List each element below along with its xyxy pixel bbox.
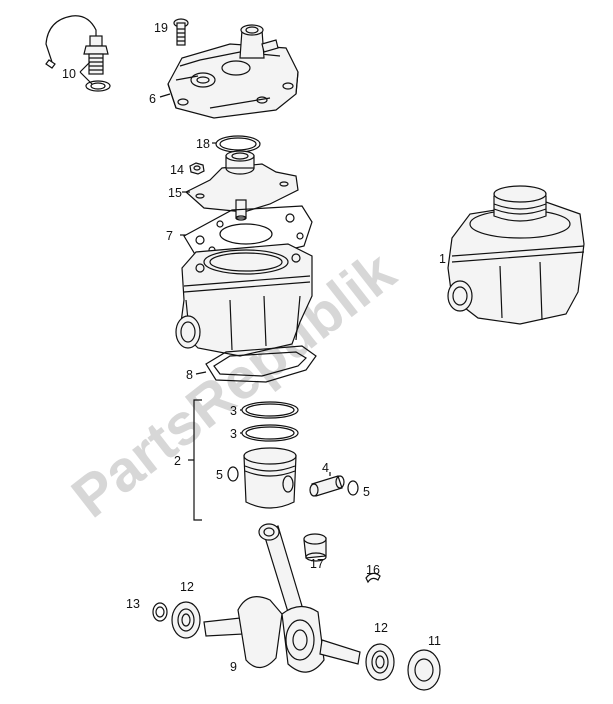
callout-19: 19 (154, 21, 168, 35)
callout-4: 4 (322, 461, 329, 475)
callout-17: 17 (310, 557, 324, 571)
assembly-bracket (188, 399, 202, 521)
callout-12-right: 12 (374, 621, 388, 635)
callout-7: 7 (166, 229, 173, 243)
piston-ring-lower-part (241, 424, 299, 442)
screw-part (173, 18, 189, 46)
callout-9: 9 (230, 660, 237, 674)
callout-8: 8 (186, 368, 193, 382)
nut-part (189, 162, 205, 175)
callout-6: 6 (149, 92, 156, 106)
cylinder-assembly-part (447, 185, 585, 325)
circlip-right-part (347, 480, 359, 496)
callout-1: 1 (439, 252, 446, 266)
main-bearing-right-part (365, 643, 395, 681)
callout-15: 15 (168, 186, 182, 200)
cylinder-part (175, 243, 313, 357)
piston-pin-part (309, 475, 345, 497)
leader-lines (79, 61, 331, 476)
callout-5-left: 5 (216, 468, 223, 482)
callout-16: 16 (366, 563, 380, 577)
o-ring-part (215, 135, 261, 153)
callout-11: 11 (428, 634, 441, 648)
callout-2: 2 (174, 454, 181, 468)
callout-5-right: 5 (363, 485, 370, 499)
temperature-sensor-part (45, 15, 109, 75)
callout-18: 18 (196, 137, 210, 151)
callout-3-lower: 3 (230, 427, 237, 441)
callout-13: 13 (126, 597, 140, 611)
sensor-washer-part (85, 80, 111, 92)
needle-bearing-part (303, 533, 327, 562)
callout-12-left: 12 (180, 580, 194, 594)
woodruff-key-part (365, 572, 381, 584)
oil-seal-left-part (152, 602, 168, 622)
callout-10: 10 (62, 67, 76, 81)
crankshaft-part (203, 523, 361, 673)
main-bearing-left-part (171, 601, 201, 639)
piston-part (243, 447, 297, 509)
cylinder-head-part (167, 24, 299, 119)
circlip-left-part (227, 466, 239, 482)
oil-seal-right-part (407, 649, 441, 691)
callout-14: 14 (170, 163, 184, 177)
callout-labels: 19 10 6 18 14 15 7 1 8 3 3 2 5 4 5 17 16… (62, 21, 446, 674)
callout-3-upper: 3 (230, 404, 237, 418)
base-gasket-part (205, 345, 317, 383)
